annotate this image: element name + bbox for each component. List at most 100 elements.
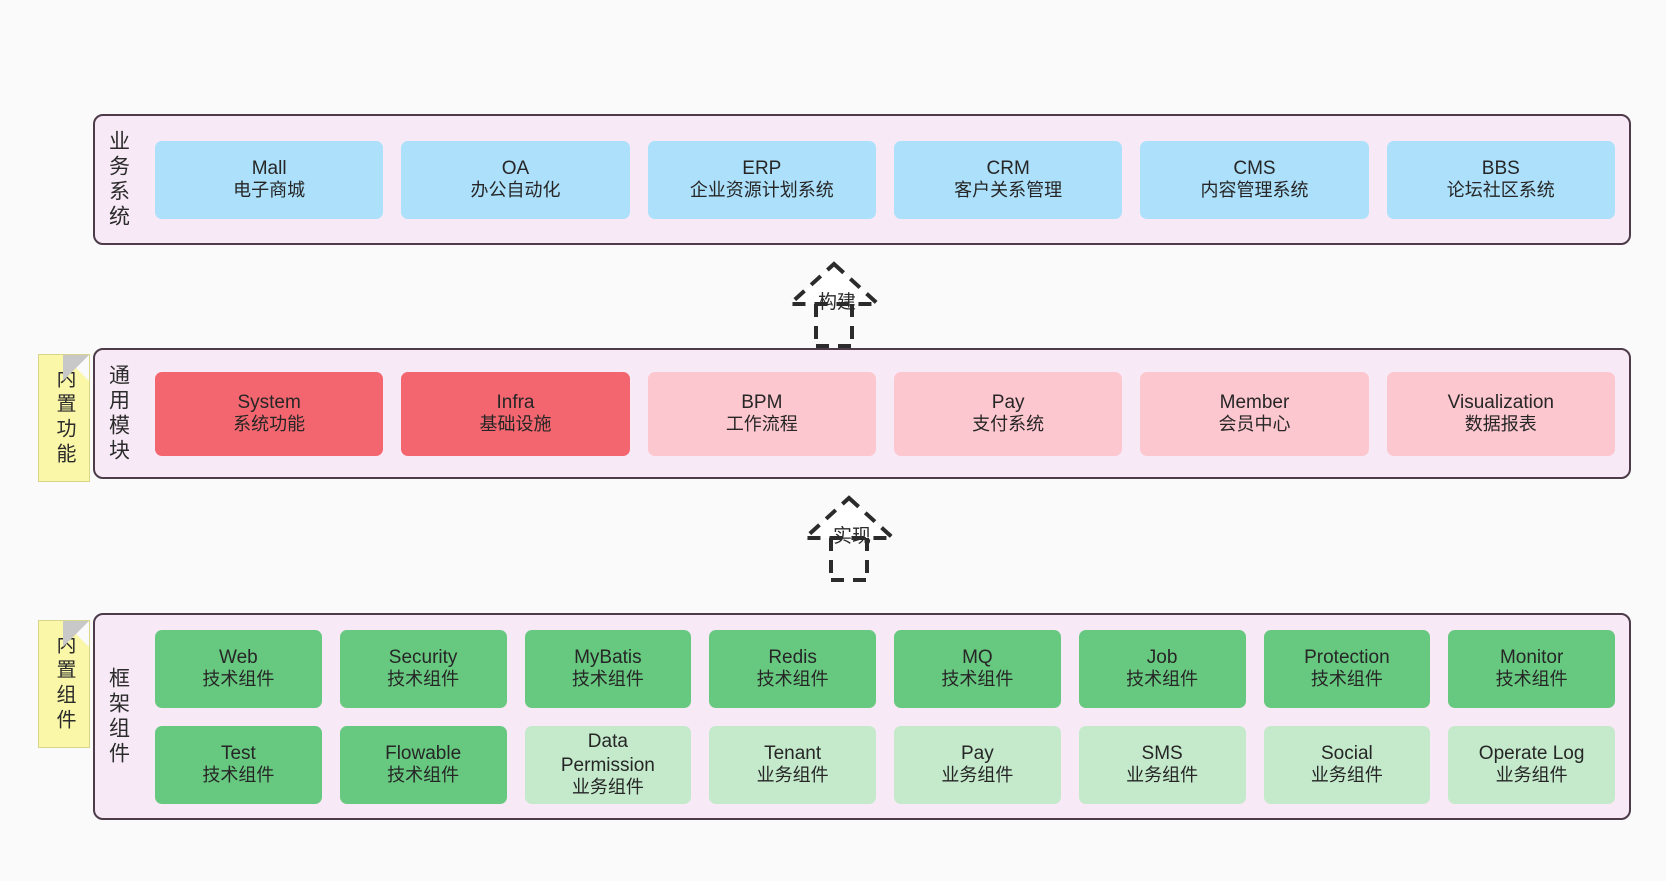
card-web-subtitle: 技术组件 — [202, 669, 275, 690]
card-crm-subtitle: 客户关系管理 — [954, 180, 1063, 201]
card-visualization-subtitle: 数据报表 — [1464, 414, 1537, 435]
card-bbs-subtitle: 论坛社区系统 — [1446, 180, 1555, 201]
card-flowable[interactable]: Flowable 技术组件 — [339, 725, 507, 804]
layer-framework-components-body: Web 技术组件 Security 技术组件 MyBatis 技术组件 Redi… — [141, 615, 1629, 818]
layer-framework-components-title: 框架组件 — [106, 666, 130, 767]
card-infra-title: Infra — [496, 391, 535, 413]
card-flowable-subtitle: 技术组件 — [387, 765, 460, 786]
layer-common-modules[interactable]: 通用模块 System 系统功能 Infra 基础设施 BPM 工作流程 Pay — [93, 348, 1631, 479]
note-builtin-components-label: 内置组件 — [53, 634, 75, 734]
layer-common-modules-title: 通用模块 — [106, 363, 130, 464]
card-member-subtitle: 会员中心 — [1218, 414, 1291, 435]
card-security[interactable]: Security 技术组件 — [339, 629, 507, 708]
connector-implement-arrow — [799, 495, 899, 582]
card-mybatis-subtitle: 技术组件 — [571, 669, 644, 690]
note-fold-shadow-icon — [63, 355, 89, 381]
connector-implement-label: 实现 — [833, 526, 872, 547]
card-security-title: Security — [388, 646, 458, 668]
card-mall[interactable]: Mall 电子商城 — [155, 140, 384, 219]
card-bbs[interactable]: BBS 论坛社区系统 — [1386, 140, 1615, 219]
card-bpm[interactable]: BPM 工作流程 — [647, 371, 876, 456]
card-cms-subtitle: 内容管理系统 — [1200, 180, 1309, 201]
layer-common-modules-body: System 系统功能 Infra 基础设施 BPM 工作流程 Pay 支付系统… — [141, 350, 1629, 477]
card-security-subtitle: 技术组件 — [387, 669, 460, 690]
card-social[interactable]: Social 业务组件 — [1263, 725, 1431, 804]
card-visualization[interactable]: Visualization 数据报表 — [1386, 371, 1615, 456]
connector-implement: 实现 — [773, 492, 925, 582]
connector-build-label: 构建 — [818, 292, 857, 313]
card-oa-title: OA — [501, 157, 530, 179]
card-infra[interactable]: Infra 基础设施 — [401, 371, 630, 456]
layer-business-system-title: 业务系统 — [106, 129, 130, 230]
card-mall-title: Mall — [251, 157, 287, 179]
note-builtin-features[interactable]: 内置功能 — [38, 354, 90, 482]
card-tenant-subtitle: 业务组件 — [756, 765, 829, 786]
card-monitor-title: Monitor — [1499, 646, 1564, 668]
note-builtin-features-label: 内置功能 — [53, 368, 75, 468]
card-erp-title: ERP — [742, 157, 782, 179]
card-sms[interactable]: SMS 业务组件 — [1078, 725, 1246, 804]
card-redis-title: Redis — [768, 646, 817, 668]
card-data-permission-subtitle: 业务组件 — [571, 776, 644, 797]
card-cms[interactable]: CMS 内容管理系统 — [1140, 140, 1369, 219]
card-pay-module-title: Pay — [991, 391, 1025, 413]
layer-framework-components[interactable]: 框架组件 Web 技术组件 Security 技术组件 MyBatis 技术组件… — [93, 613, 1631, 820]
card-bbs-title: BBS — [1481, 157, 1520, 179]
card-oa[interactable]: OA 办公自动化 — [401, 140, 630, 219]
card-data-permission[interactable]: Data Permission 业务组件 — [524, 725, 692, 804]
card-data-permission-title: Data Permission — [560, 731, 655, 776]
card-mybatis[interactable]: MyBatis 技术组件 — [524, 629, 692, 708]
card-test-title: Test — [220, 742, 256, 764]
card-operate-log-subtitle: 业务组件 — [1495, 765, 1568, 786]
card-tenant[interactable]: Tenant 业务组件 — [709, 725, 876, 804]
card-mybatis-title: MyBatis — [574, 646, 642, 668]
card-web[interactable]: Web 技术组件 — [155, 629, 322, 708]
card-sms-title: SMS — [1141, 742, 1183, 764]
card-redis[interactable]: Redis 技术组件 — [709, 629, 876, 708]
card-monitor[interactable]: Monitor 技术组件 — [1448, 629, 1615, 708]
card-operate-log[interactable]: Operate Log 业务组件 — [1448, 725, 1615, 804]
card-protection-title: Protection — [1304, 646, 1390, 668]
card-system-subtitle: 系统功能 — [233, 414, 306, 435]
card-bpm-title: BPM — [741, 391, 783, 413]
note-builtin-components[interactable]: 内置组件 — [38, 620, 90, 748]
card-mq-subtitle: 技术组件 — [941, 669, 1014, 690]
card-mq-title: MQ — [962, 646, 993, 668]
card-sms-subtitle: 业务组件 — [1126, 765, 1199, 786]
connector-build-arrow — [784, 261, 884, 348]
card-member[interactable]: Member 会员中心 — [1140, 371, 1369, 456]
card-operate-log-title: Operate Log — [1478, 742, 1585, 764]
card-mall-subtitle: 电子商城 — [233, 180, 306, 201]
card-flowable-title: Flowable — [385, 742, 462, 764]
card-member-title: Member — [1219, 391, 1290, 413]
card-cms-title: CMS — [1233, 157, 1276, 179]
card-pay-component[interactable]: Pay 业务组件 — [894, 725, 1061, 804]
layer-business-system[interactable]: 业务系统 Mall 电子商城 OA 办公自动化 ERP 企业资源计划系统 CRM — [93, 114, 1631, 245]
card-job[interactable]: Job 技术组件 — [1078, 629, 1246, 708]
card-system-title: System — [237, 391, 301, 413]
card-monitor-subtitle: 技术组件 — [1495, 669, 1568, 690]
card-mq[interactable]: MQ 技术组件 — [894, 629, 1061, 708]
card-erp-subtitle: 企业资源计划系统 — [689, 180, 834, 201]
note-fold-shadow-icon — [63, 621, 89, 647]
card-visualization-title: Visualization — [1447, 391, 1554, 413]
card-pay-module[interactable]: Pay 支付系统 — [893, 371, 1123, 456]
card-test[interactable]: Test 技术组件 — [155, 725, 322, 804]
layer-business-system-body: Mall 电子商城 OA 办公自动化 ERP 企业资源计划系统 CRM 客户关系… — [141, 116, 1629, 243]
business-system-row: Mall 电子商城 OA 办公自动化 ERP 企业资源计划系统 CRM 客户关系… — [155, 140, 1615, 219]
card-crm-title: CRM — [986, 157, 1030, 179]
card-crm[interactable]: CRM 客户关系管理 — [893, 140, 1123, 219]
card-pay-component-title: Pay — [961, 742, 994, 764]
card-social-title: Social — [1321, 742, 1373, 764]
card-infra-subtitle: 基础设施 — [479, 414, 552, 435]
card-pay-component-subtitle: 业务组件 — [941, 765, 1014, 786]
card-system[interactable]: System 系统功能 — [155, 371, 384, 456]
common-modules-row: System 系统功能 Infra 基础设施 BPM 工作流程 Pay 支付系统… — [155, 371, 1615, 456]
card-job-title: Job — [1146, 646, 1178, 668]
card-erp[interactable]: ERP 企业资源计划系统 — [647, 140, 876, 219]
connector-build: 构建 — [758, 258, 910, 348]
card-protection[interactable]: Protection 技术组件 — [1263, 629, 1431, 708]
card-tenant-title: Tenant — [764, 742, 822, 764]
card-social-subtitle: 业务组件 — [1310, 765, 1383, 786]
